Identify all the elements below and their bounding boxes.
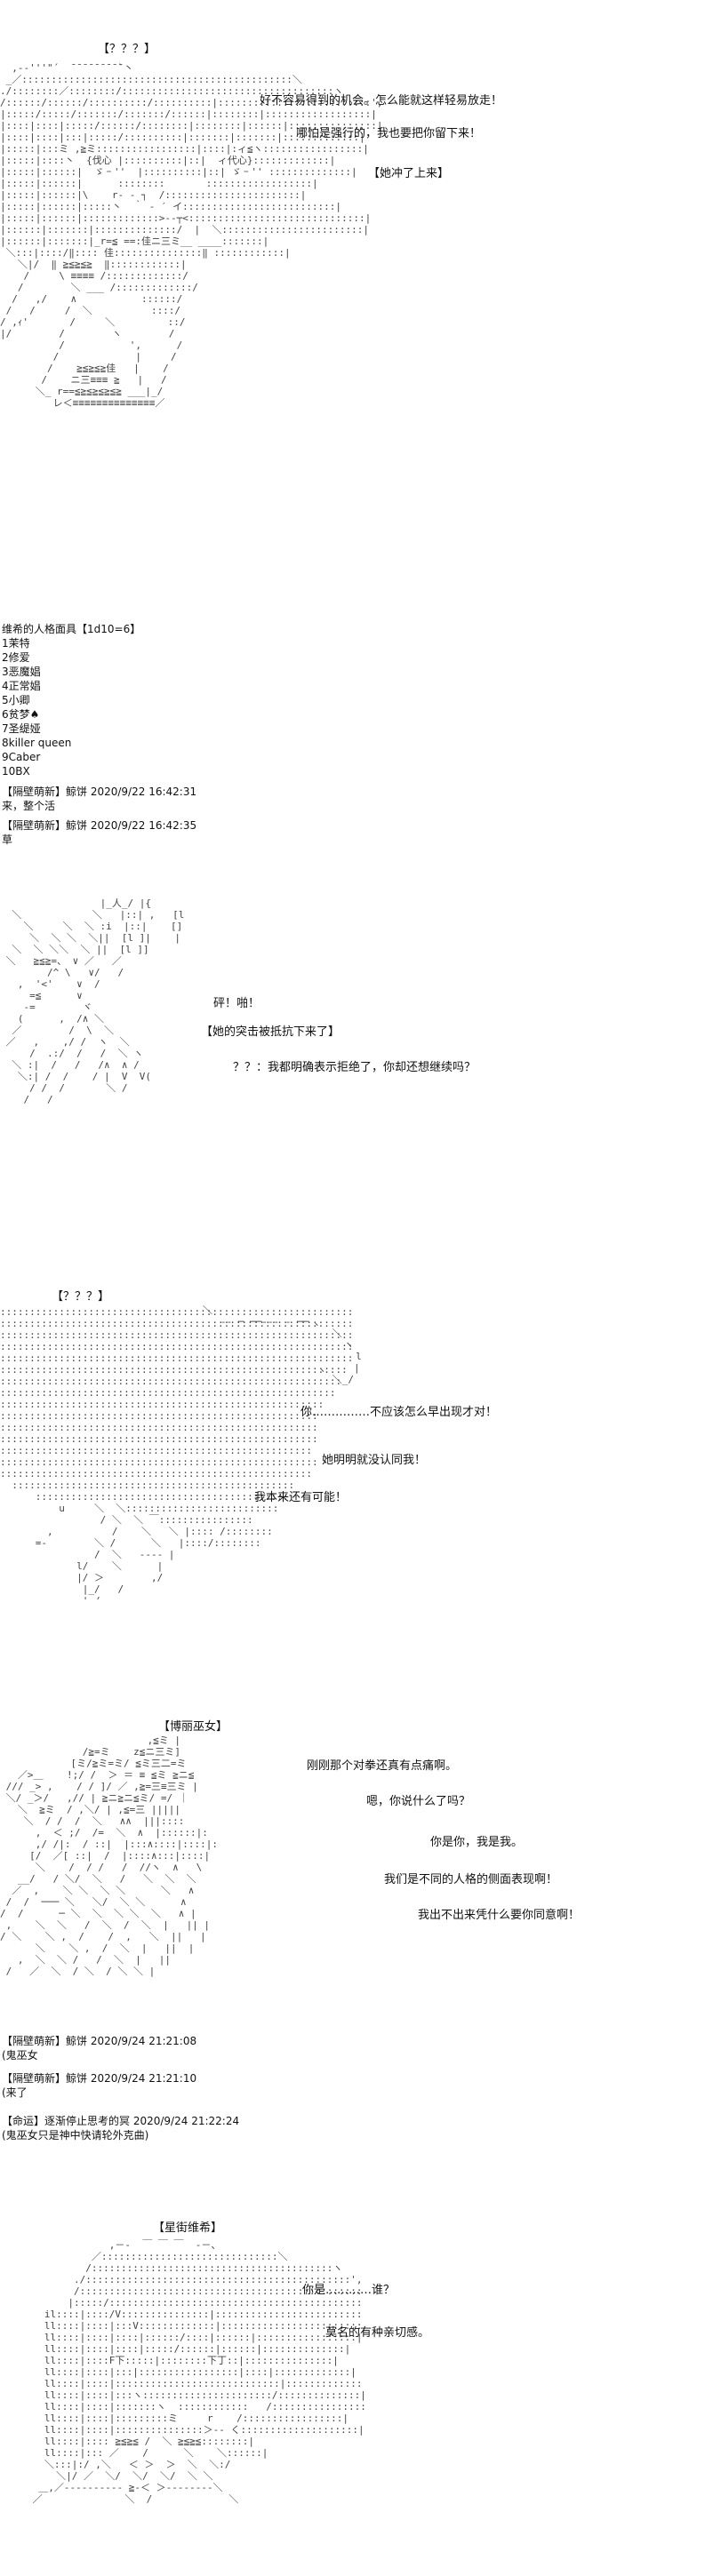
persona-roll-title: 维希的人格面具【1d10=6】 [2, 623, 141, 635]
ascii-art-figure-3: ::::::::::::::::::::::::::::::::::::::::… [0, 1306, 356, 1599]
comment-author[interactable]: 【命运】逐渐停止思考的冥 [2, 2115, 131, 2127]
persona-roll-item: 9Caber [2, 751, 41, 763]
comment-header: 【隔壁萌新】鲸饼 2020/9/24 21:21:08 [2, 2035, 196, 2048]
persona-roll-item: 7圣缇娅 [2, 722, 41, 735]
comment-author[interactable]: 【隔壁萌新】鲸饼 [2, 819, 88, 832]
comment-text: (来了 [2, 2086, 28, 2099]
dialogue-line: 你是你，我是我。 [430, 1836, 524, 1849]
comment-timestamp: 2020/9/24 21:21:10 [90, 2072, 197, 2085]
ascii-art-figure-5: ,－‐ ￣ ￣ ￣ ‐－、 ／:::::::::::::::::::::::::… [32, 2239, 365, 2505]
speaker-label: 【博丽巫女】 [158, 1720, 228, 1734]
persona-roll-item: 1茉特 [2, 637, 30, 650]
persona-roll-item: 3恶魔娼 [2, 666, 41, 678]
comment-author[interactable]: 【隔壁萌新】鲸饼 [2, 2035, 88, 2047]
dialogue-line: 嗯，你说什么了吗？ [366, 1795, 471, 1808]
comment-text: 来，整个活 [2, 800, 56, 812]
sfx-label: 砰！啪！ [213, 997, 260, 1010]
dialogue-line: 哪怕是强行的，我也要把你留下来！ [296, 127, 482, 140]
comment-header: 【隔壁萌新】鲸饼 2020/9/22 16:42:31 [2, 786, 196, 799]
action-label: 【她冲了上来】 [368, 167, 450, 180]
comment-author[interactable]: 【隔壁萌新】鲸饼 [2, 786, 88, 798]
dialogue-line: 你……………不应该怎么早出现才对！ [300, 1406, 498, 1419]
dialogue-line: 她明明就没认同我！ [322, 1454, 427, 1467]
speaker-label: 【？？？】 [98, 43, 156, 56]
speaker-label: 【？？？】 [52, 1290, 110, 1304]
dialogue-line: 刚刚那个对拳还真有点痛啊。 [307, 1759, 458, 1773]
persona-roll-item: 4正常娼 [2, 680, 41, 692]
comment-timestamp: 2020/9/22 16:42:35 [90, 819, 197, 832]
dialogue-line: 莫名的有种亲切感。 [325, 2326, 430, 2340]
dialogue-line: 你是…………谁？ [302, 2284, 396, 2297]
dialogue-line: 我本来还有可能！ [254, 1491, 348, 1504]
comment-author[interactable]: 【隔壁萌新】鲸饼 [2, 2072, 88, 2085]
comment-text: 草 [2, 833, 13, 846]
ascii-art-figure-4: ,≦ミ | /≧=ミ z≦ニ三ミ] [ミ/≧ミ=ミ/ ≦ミ三二=ミ ／>＿ !;… [0, 1735, 219, 1977]
comment-header: 【隔壁萌新】鲸饼 2020/9/22 16:42:35 [2, 819, 196, 833]
persona-roll-item: 6贫梦♠ [2, 708, 40, 721]
speaker-label: 【星街维希】 [153, 2221, 223, 2235]
dialogue-line: ？？：我都明确表示拒绝了，你却还想继续吗？ [233, 1061, 477, 1074]
ascii-art-impact: |_人_/ |{ ＼ ＼ |::| , [l ＼ ＼ ＼ :i |::| [] … [5, 897, 185, 1105]
comment-timestamp: 2020/9/24 21:22:24 [132, 2115, 240, 2127]
comment-text: (鬼巫女只是神中快请轮外克曲) [2, 2129, 149, 2141]
comment-timestamp: 2020/9/22 16:42:31 [90, 786, 197, 798]
comment-text: (鬼巫女 [2, 2049, 38, 2062]
ascii-art-hair-curve: ＼ ‐‐ ─ ──‐‐‐ ‐ ── 、 ＼ ヽ l 、 | ＼_/ [203, 1304, 362, 1385]
comment-header: 【命运】逐渐停止思考的冥 2020/9/24 21:22:24 [2, 2115, 239, 2128]
persona-roll-item: 5小卿 [2, 694, 30, 706]
ascii-art-figure-1: ,-‐'''"´ ̄ ̄ ̄ ̄ ̄ ̄ ̄ ̄ ̄`丶 _／:::::::::… [0, 62, 383, 409]
persona-roll-item: 8killer queen [2, 737, 72, 749]
comment-header: 【隔壁萌新】鲸饼 2020/9/24 21:21:10 [2, 2072, 196, 2086]
dialogue-line: 我们是不同的人格的侧面表现啊！ [384, 1873, 558, 1886]
dialogue-line: 好不容易得到的机会。怎么能就这样轻易放走！ [260, 94, 503, 108]
action-label: 【她的突击被抵抗下来了】 [201, 1025, 340, 1039]
dialogue-line: 我出不出来凭什么要你同意啊！ [418, 1909, 581, 1922]
comment-timestamp: 2020/9/24 21:21:08 [90, 2035, 197, 2047]
persona-roll-item: 10BX [2, 765, 30, 778]
persona-roll-item: 2修爱 [2, 651, 30, 664]
